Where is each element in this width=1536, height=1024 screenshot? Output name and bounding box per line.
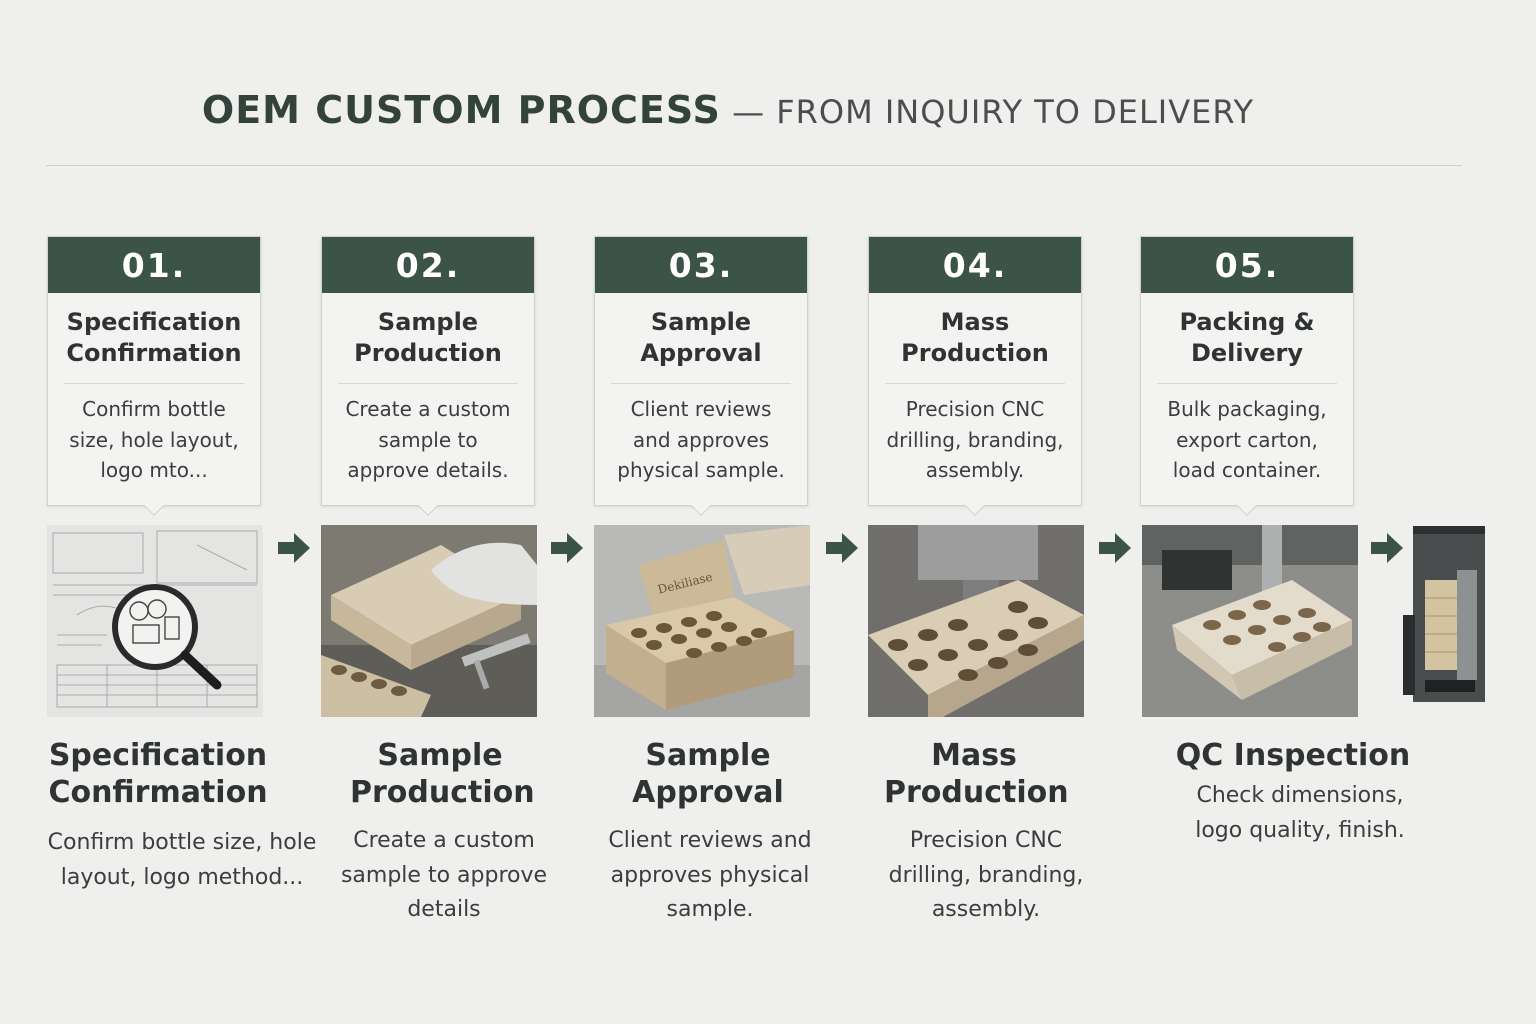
step-card-2: 02. Sample Production Create a custom sa… <box>321 236 535 516</box>
sample-production-illustration <box>321 525 537 717</box>
step-description: Client reviews and approves physical sam… <box>617 397 785 482</box>
card-pointer <box>965 496 985 516</box>
step-title: Specification Confirmation <box>66 308 242 367</box>
step-title: Sample Production <box>354 308 502 367</box>
photo-sample-production <box>321 525 537 717</box>
card-pointer <box>1237 496 1257 516</box>
card-pointer <box>691 496 711 516</box>
card-separator <box>1157 383 1337 384</box>
lower-desc-5: Check dimensions, logo quality, finish. <box>1195 783 1405 843</box>
page-title: OEM CUSTOM PROCESS <box>201 88 721 132</box>
arrow-right-icon <box>278 533 310 563</box>
container-illustration <box>1403 526 1485 702</box>
lower-title-2: Sample Production <box>350 738 535 810</box>
blueprint-illustration <box>47 525 263 717</box>
lower-title-5: QC Inspection <box>1175 738 1411 773</box>
photo-blueprint-magnifier <box>47 525 263 717</box>
lower-desc-4: Precision CNC drilling, branding, assemb… <box>888 828 1084 922</box>
header-divider <box>46 165 1462 166</box>
card-pointer <box>144 496 164 516</box>
lower-title-4: Mass Production <box>884 738 1069 810</box>
step-title: Mass Production <box>901 308 1049 367</box>
card-pointer <box>418 496 438 516</box>
photo-packing <box>1142 525 1358 717</box>
photo-mass-production <box>868 525 1084 717</box>
arrow-right-icon <box>1371 533 1403 563</box>
photo-sample-approval: Dekiliase <box>594 525 810 717</box>
packing-illustration <box>1142 525 1358 717</box>
page-header: OEM CUSTOM PROCESS — FROM INQUIRY TO DEL… <box>0 88 1456 132</box>
step-description: Bulk packaging, export carton, load cont… <box>1167 397 1327 482</box>
step-number: 03. <box>595 237 807 293</box>
arrow-right-icon <box>1099 533 1131 563</box>
step-description: Precision CNC drilling, branding, assemb… <box>886 397 1064 482</box>
card-separator <box>611 383 791 384</box>
step-description: Create a custom sample to approve detail… <box>345 397 511 482</box>
step-card-1: 01. Specification Confirmation Confirm b… <box>47 236 261 516</box>
step-number: 02. <box>322 237 534 293</box>
mass-production-illustration <box>868 525 1084 717</box>
step-title: Packing & Delivery <box>1179 308 1315 367</box>
lower-title-1: Specification Confirmation <box>48 738 268 810</box>
step-number: 05. <box>1141 237 1353 293</box>
card-separator <box>885 383 1065 384</box>
card-separator <box>338 383 518 384</box>
step-title: Sample Approval <box>640 308 762 367</box>
lower-desc-3: Client reviews and approves physical sam… <box>608 828 812 922</box>
step-card-3: 03. Sample Approval Client reviews and a… <box>594 236 808 516</box>
step-number: 01. <box>48 237 260 293</box>
arrow-right-icon <box>826 533 858 563</box>
step-card-5: 05. Packing & Delivery Bulk packaging, e… <box>1140 236 1354 516</box>
arrow-right-icon <box>551 533 583 563</box>
lower-desc-1: Confirm bottle size, hole layout, logo m… <box>47 830 317 890</box>
step-number: 04. <box>869 237 1081 293</box>
lower-desc-2: Create a custom sample to approve detail… <box>340 828 548 922</box>
lower-title-3: Sample Approval <box>632 738 784 810</box>
card-separator <box>64 383 244 384</box>
page-subtitle: — FROM INQUIRY TO DELIVERY <box>720 93 1255 131</box>
sample-approval-illustration: Dekiliase <box>594 525 810 717</box>
step-description: Confirm bottle size, hole layout, logo m… <box>69 397 239 482</box>
step-card-4: 04. Mass Production Precision CNC drilli… <box>868 236 1082 516</box>
